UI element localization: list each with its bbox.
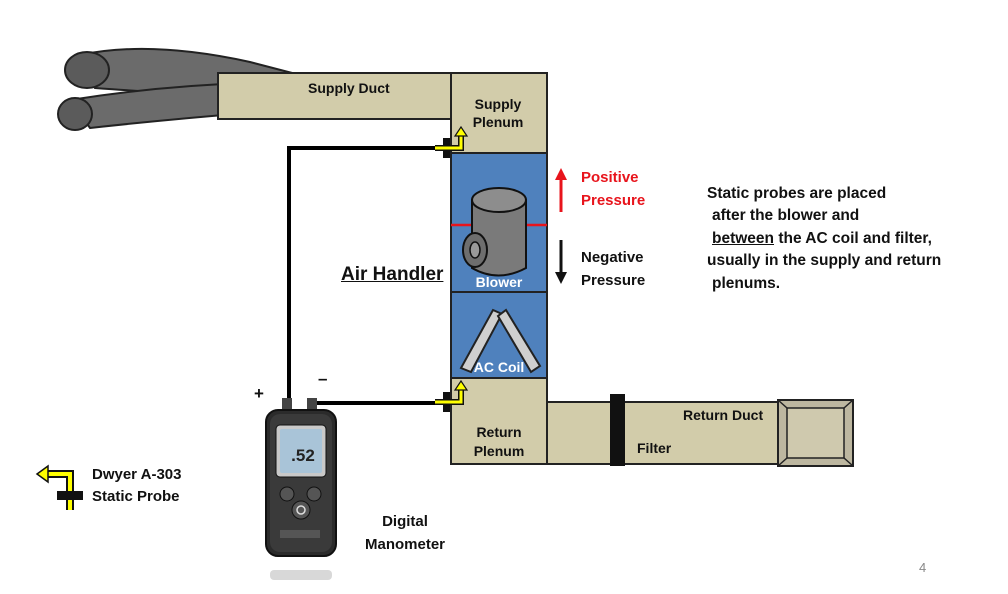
return-plenum [450, 377, 548, 465]
legend-static-probe-icon [35, 464, 83, 510]
blower-label: Blower [475, 274, 523, 290]
note-line-5: plenums. [712, 275, 781, 292]
filter-slot [610, 394, 625, 466]
page-number: 4 [919, 560, 927, 575]
supply-duct-label: Supply Duct [308, 80, 390, 96]
manometer-label-line2: Manometer [364, 536, 446, 553]
digital-manometer-icon [265, 398, 337, 580]
ac-coil-label: AC Coil [473, 359, 525, 375]
return-static-probe-icon [435, 379, 469, 412]
positive-tube [287, 146, 446, 402]
filter-label: Filter [637, 440, 672, 456]
note-line-3-emphasis: between [712, 230, 775, 247]
positive-pressure-arrow [555, 168, 567, 212]
plus-port-label: + [254, 384, 264, 403]
note-line-1: Static probes are placed [707, 185, 887, 202]
manometer-reading: .52 [291, 446, 315, 465]
return-grille [777, 399, 854, 467]
supply-duct [217, 72, 455, 120]
note-line-2: after the blower and [712, 207, 860, 224]
return-plenum-label-line2: Plenum [473, 443, 525, 459]
negative-pressure-arrow [555, 240, 567, 284]
positive-pressure-label-line2: Pressure [581, 192, 646, 209]
manometer-label-line1: Digital [382, 513, 428, 530]
supply-plenum-label-line1: Supply [474, 96, 522, 112]
note-line-3: between the AC coil and filter, [712, 228, 932, 251]
air-handler-label: Air Handler [341, 264, 444, 285]
supply-plenum [450, 72, 548, 154]
minus-port-label: – [318, 369, 328, 388]
return-plenum-label-line1: Return [476, 424, 522, 440]
supply-static-probe-icon [435, 125, 469, 158]
return-duct-label: Return Duct [683, 407, 764, 423]
positive-pressure-label-line1: Positive [581, 169, 639, 186]
probe-legend-line2: Static Probe [92, 488, 180, 505]
negative-pressure-label-line2: Pressure [581, 272, 646, 289]
note-line-4: usually in the supply and return [707, 252, 942, 269]
probe-legend-line1: Dwyer A-303 [92, 466, 182, 483]
negative-tube [309, 401, 446, 405]
negative-pressure-label-line1: Negative [581, 249, 644, 266]
ac-coil-icon [459, 308, 542, 374]
blower-icon [462, 187, 527, 277]
note-line-3-rest: the AC coil and filter, [774, 230, 932, 247]
supply-plenum-label-line2: Plenum [472, 114, 524, 130]
